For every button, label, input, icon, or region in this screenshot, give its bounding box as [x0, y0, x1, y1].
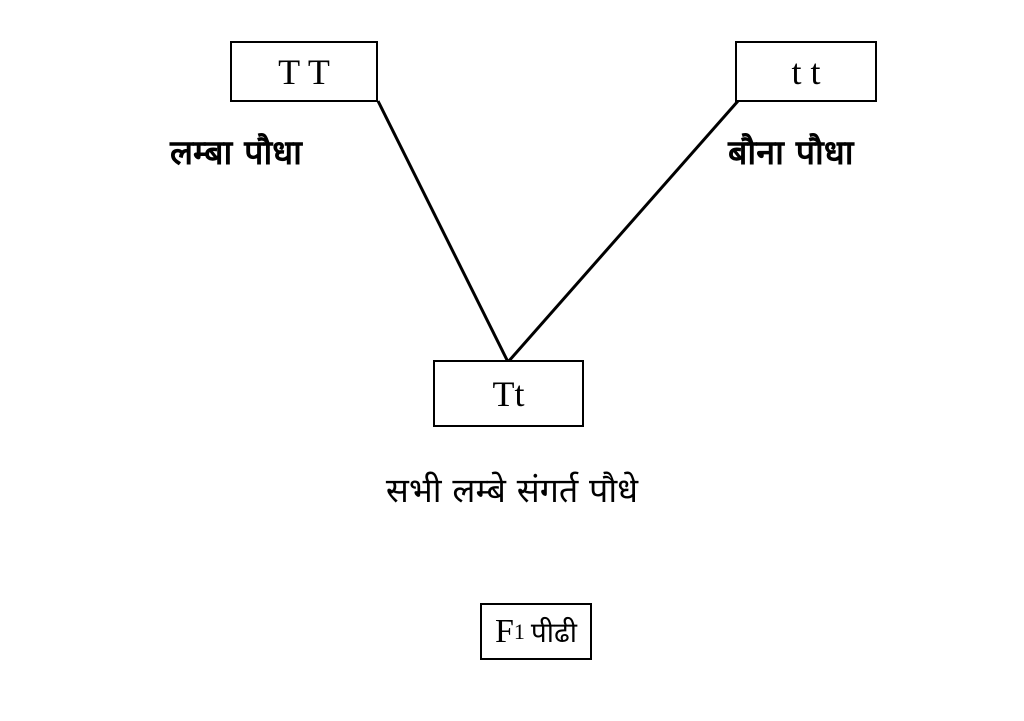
offspring-genotype-box: Tt [433, 360, 584, 427]
tall-parent-line [376, 100, 510, 363]
dwarf-parent-genotype-box: t t [735, 41, 877, 102]
generation-subscript: 1 [513, 618, 525, 644]
offspring-genotype: Tt [492, 373, 525, 414]
tall-parent-genotype: T T [278, 51, 330, 92]
generation-label: पीढी [530, 615, 578, 649]
tall-parent-label: लम्बा पौधा [170, 133, 302, 173]
offspring-description: सभी लम्बे संगर्त पौधे [385, 471, 639, 511]
dwarf-parent-line [506, 100, 740, 363]
dwarf-parent-genotype: t t [791, 51, 821, 92]
tall-parent-genotype-box: T T [230, 41, 378, 102]
generation-symbol: F [494, 612, 514, 650]
dwarf-parent-label: बौना पौधा [728, 133, 854, 173]
